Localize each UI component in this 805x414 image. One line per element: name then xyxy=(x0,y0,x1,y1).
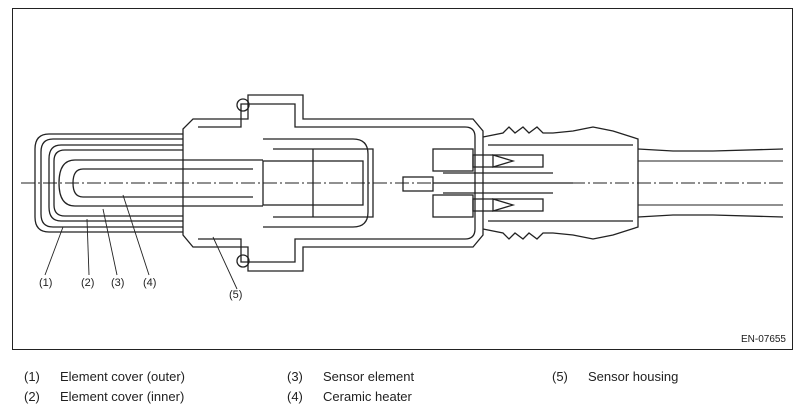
oxygen-sensor-cross-section xyxy=(21,94,784,290)
legend-label: Ceramic heater xyxy=(323,389,412,404)
legend-label: Sensor housing xyxy=(588,369,679,384)
ceramic-heater xyxy=(72,168,253,198)
sensor-element xyxy=(58,159,263,207)
callout-4: (4) xyxy=(143,277,157,289)
legend-item-5: (5) Sensor housing xyxy=(552,369,678,384)
callout-5: (5) xyxy=(229,289,243,301)
outer-element-cover xyxy=(34,133,183,233)
legend-item-3: (3) Sensor element xyxy=(287,369,414,384)
figure-code: EN-07655 xyxy=(740,334,786,345)
leader-lines xyxy=(44,194,238,290)
legend-num: (1) xyxy=(24,369,40,384)
gasket-bottom xyxy=(236,254,250,268)
legend-num: (4) xyxy=(287,389,303,404)
legend-item-1: (1) Element cover (outer) xyxy=(24,369,185,384)
legend-label: Sensor element xyxy=(323,369,415,384)
callout-2: (2) xyxy=(81,277,95,289)
diagram-frame: (1) (2) (3) (4) (5) EN-07655 xyxy=(12,8,793,350)
inner-element-cover xyxy=(48,144,183,222)
cable xyxy=(637,148,784,218)
legend-label: Element cover (outer) xyxy=(60,369,185,384)
legend-num: (3) xyxy=(287,369,303,384)
legend-num: (5) xyxy=(552,369,568,384)
callout-3: (3) xyxy=(111,277,125,289)
legend-num: (2) xyxy=(24,389,40,404)
legend-item-4: (4) Ceramic heater xyxy=(287,389,412,404)
crimp-sleeve xyxy=(482,126,639,240)
gasket-top xyxy=(236,98,250,112)
legend-label: Element cover (inner) xyxy=(60,389,185,404)
legend-item-2: (2) Element cover (inner) xyxy=(24,389,184,404)
callout-1: (1) xyxy=(39,277,53,289)
